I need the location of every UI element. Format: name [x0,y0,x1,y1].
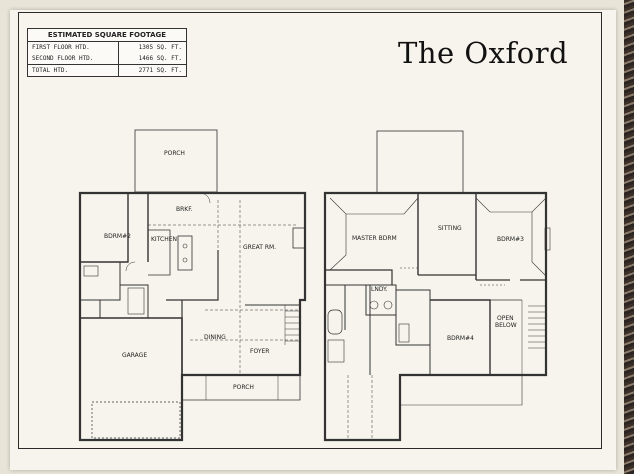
garage-door [91,401,181,439]
label-open-below-1: OPEN [497,315,514,322]
row-value: 2771 SQ. FT. [118,64,187,77]
label-garage: GARAGE [122,352,147,359]
table-row: SECOND FLOOR HTD. 1466 SQ. FT. [26,53,187,65]
row-value: 1466 SQ. FT. [118,53,187,65]
label-laundry: LNDY. [371,286,388,293]
label-great-room: GREAT RM. [243,244,276,251]
drawing-frame [18,12,602,449]
row-label: SECOND FLOOR HTD. [26,53,120,65]
front-porch [181,375,301,401]
master-tub [327,309,343,335]
first-floor-plan [78,129,307,442]
label-foyer: FOYER [250,348,269,355]
label-master-bedroom: MASTER BDRM [352,235,397,242]
label-sitting: SITTING [438,225,462,232]
label-bedroom-3: BDRM#3 [497,236,524,243]
label-front-porch: PORCH [233,384,254,391]
label-open-below-2: BELOW [495,322,517,329]
label-bedroom-2: BDRM#2 [104,233,131,240]
garage-wall [80,317,183,440]
fireplace [292,227,306,249]
kitchen-island [177,235,193,271]
rear-porch [134,129,218,193]
plan-title: The Oxford [398,36,569,70]
row-value: 1305 SQ. FT. [118,41,187,53]
roof-outline [376,130,464,194]
bedroom2-wall [80,193,129,263]
label-kitchen: KITCHEN [151,236,177,243]
second-floor-plan [323,130,551,442]
table-row: FIRST FLOOR HTD. 1305 SQ. FT. [26,41,187,53]
square-footage-header: ESTIMATED SQUARE FOOTAGE [27,28,187,42]
square-footage-table: ESTIMATED SQUARE FOOTAGE FIRST FLOOR HTD… [26,28,187,77]
label-rear-porch: PORCH [164,150,185,157]
edge-texture [624,0,634,474]
row-label: TOTAL HTD. [26,64,120,77]
floor-plan-sheet [10,10,616,470]
label-dining: DINING [204,334,226,341]
label-breakfast: BRKF. [176,206,193,213]
label-bedroom-4: BDRM#4 [447,335,474,342]
first-floor-exterior-wall [78,191,307,442]
table-row: TOTAL HTD. 2771 SQ. FT. [26,64,187,77]
row-label: FIRST FLOOR HTD. [26,41,120,53]
